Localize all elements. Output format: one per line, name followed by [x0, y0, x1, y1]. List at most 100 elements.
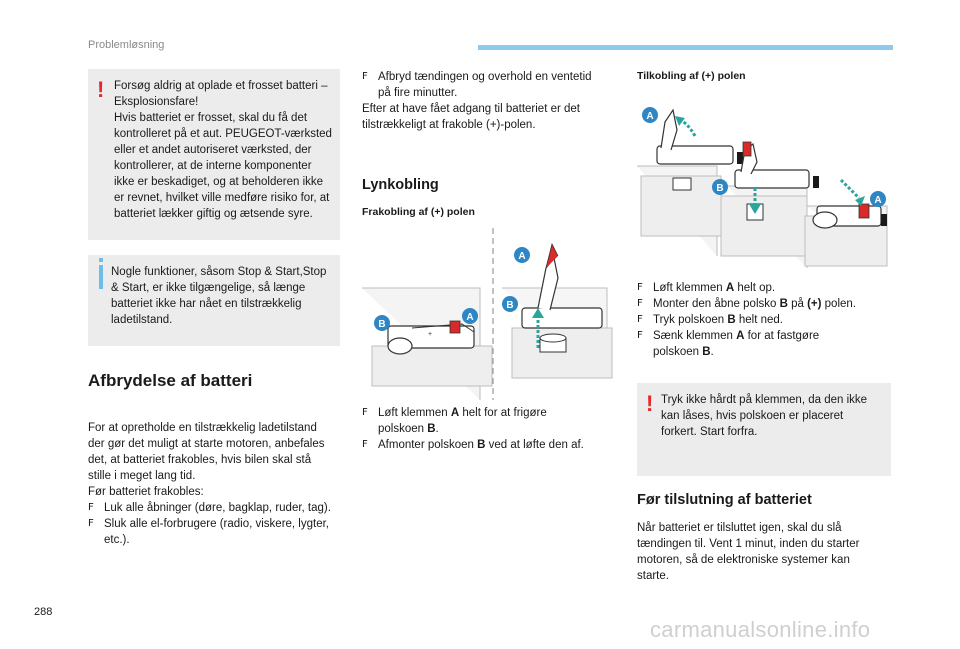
- paragraph-line: For at opretholde en tilstrækkelig ladet…: [88, 422, 317, 434]
- label-ref: B: [727, 314, 736, 326]
- battery-top: [371, 345, 493, 387]
- warning-line: eller et andet autoriseret værksted, der: [114, 144, 312, 156]
- warning-line: Tryk ikke hårdt på klemmen, da den ikke: [661, 394, 868, 406]
- list-item: Løft klemmen A helt for at frigøre polsk…: [362, 405, 624, 437]
- info-line: & Start, er ikke tilgængelige, så længe: [111, 282, 306, 294]
- subheading-connect-plus: Tilkobling af (+) polen: [637, 70, 746, 82]
- bullet-text: Afmonter polskoen: [378, 439, 478, 451]
- paragraph-line: stille i meget lang tid.: [88, 470, 196, 482]
- warning-line: kontrollerer, at de interne komponenter: [114, 160, 312, 172]
- bullet-text: Sænk klemmen: [653, 330, 737, 342]
- list-item: Tryk polskoen B helt ned.: [637, 312, 892, 328]
- disconnect-terminal-illustration: + B A A B: [362, 228, 613, 400]
- label-ref: A: [450, 407, 460, 419]
- bullet-text: Afbryd tændingen og overhold en ventetid: [378, 71, 592, 83]
- warning-line: er revnet, hvilket ville medføre risiko …: [114, 192, 330, 204]
- list-item: Luk alle åbninger (døre, bagklap, ruder,…: [88, 500, 350, 516]
- terminal-clamp-step3: [812, 203, 887, 229]
- warning-line: forkert. Start forfra.: [661, 426, 758, 438]
- warning-box-frozen-battery: ! Forsøg aldrig at oplade et frosset bat…: [88, 69, 340, 240]
- warning-line: Hvis batteriet er frosset, skal du få de…: [114, 112, 308, 124]
- ignition-instructions: Afbryd tændingen og overhold en ventetid…: [362, 69, 624, 133]
- list-item: Monter den åbne polsko B på (+) polen.: [637, 296, 892, 312]
- paragraph-line: starte.: [637, 570, 669, 582]
- section-title-quick-connect: Lynkobling: [362, 177, 439, 193]
- warning-line: Forsøg aldrig at oplade et frosset batte…: [114, 80, 328, 92]
- raise-arrow-head: [675, 116, 685, 126]
- bullet-text: helt op.: [734, 282, 776, 294]
- label-b-text: B: [716, 183, 723, 194]
- label-a-marker: [462, 308, 478, 324]
- bullet-text: Luk alle åbninger (døre, bagklap, ruder,…: [104, 502, 331, 514]
- label-ref: B: [477, 439, 486, 451]
- label-a-text: A: [518, 251, 525, 262]
- subheading-disconnect-plus: Frakobling af (+) polen: [362, 206, 475, 218]
- lift-arrow-head: [532, 308, 544, 318]
- label-b-marker: [374, 315, 390, 331]
- bullet-text: helt ned.: [735, 314, 783, 326]
- bullet-text: Tryk polskoen: [653, 314, 728, 326]
- section-title-before-connecting: Før tilslutning af batteriet: [637, 492, 812, 508]
- label-ref: B: [779, 298, 788, 310]
- lower-arrow: [839, 178, 861, 200]
- warning-line: ikke er beskadiget, og at beholderen ikk…: [114, 176, 324, 188]
- terminal-clamp-step2: [734, 141, 819, 221]
- connect-steps: Løft klemmen A helt op. Monter den åbne …: [637, 280, 892, 360]
- paragraph-line: motoren, så de elektroniske systemer kan: [637, 554, 850, 566]
- section-header: Problemløsning: [88, 39, 165, 51]
- list-item: Sluk alle el-forbrugere (radio, viskere,…: [88, 516, 350, 548]
- list-item: Afmonter polskoen B ved at løfte den af.: [362, 437, 624, 453]
- paragraph-line: Når batteriet er tilsluttet igen, skal d…: [637, 522, 842, 534]
- paragraph-line: Før batteriet frakobles:: [88, 486, 204, 498]
- bullet-text: ved at løfte den af.: [485, 439, 584, 451]
- paragraph-line: det, at batteriet frakobles, hvis bilen …: [88, 454, 312, 466]
- label-b-marker: [502, 296, 518, 312]
- connect-terminal-illustration: A B A: [637, 107, 888, 268]
- paragraph-line: tilstrækkeligt at frakoble (+)-polen.: [362, 119, 536, 131]
- svg-text:+: +: [428, 331, 432, 338]
- label-ref: A: [736, 330, 745, 342]
- paragraph-line: tændingen til. Vent 1 minut, inden du st…: [637, 538, 860, 550]
- label-b-text: B: [378, 319, 385, 330]
- paragraph-line: der gør det muligt at starte motoren, an…: [88, 438, 325, 450]
- before-connecting-paragraph: Når batteriet er tilsluttet igen, skal d…: [637, 520, 892, 584]
- disconnect-steps: Løft klemmen A helt for at frigøre polsk…: [362, 405, 624, 453]
- info-line: Nogle funktioner, såsom Stop & Start,Sto…: [111, 266, 327, 278]
- label-a-marker: [642, 107, 658, 123]
- bullet-text: polen.: [821, 298, 856, 310]
- watermark: carmanualsonline.info: [650, 617, 871, 642]
- info-line: batteriet ikke har nået en tilstrækkelig: [111, 298, 302, 310]
- terminal-clamp-right: [521, 242, 603, 353]
- bullet-text: på: [787, 298, 808, 310]
- warning-line: Eksplosionsfare!: [114, 96, 199, 108]
- disconnect-paragraph: For at opretholde en tilstrækkelig ladet…: [88, 420, 350, 548]
- header-accent-bar: [478, 45, 893, 50]
- label-b-marker: [712, 179, 728, 195]
- bullet-text: Løft klemmen: [653, 282, 726, 294]
- bullet-text: Løft klemmen: [378, 407, 451, 419]
- bullet-text: for at fastgøre: [744, 330, 820, 342]
- warning-box-clamp: ! Tryk ikke hårdt på klemmen, da den ikk…: [637, 383, 891, 476]
- label-a-marker: [514, 247, 530, 263]
- label-ref: (+): [807, 298, 822, 310]
- list-item: Afbryd tændingen og overhold en ventetid…: [362, 69, 624, 101]
- label-a-text: A: [874, 195, 881, 206]
- lower-arrow-head: [855, 196, 865, 206]
- warning-icon: !: [646, 391, 654, 416]
- red-terminal-clip: [449, 320, 461, 334]
- bullet-text: Sluk alle el-forbrugere (radio, viskere,…: [104, 518, 329, 530]
- warning-line: batteriet lækker giftig og ætsende syre.: [114, 208, 313, 220]
- terminal-clamp-step1: [656, 108, 743, 191]
- bullet-text: .: [435, 423, 439, 435]
- section-title-disconnect: Afbrydelse af batteri: [88, 371, 253, 390]
- label-ref: B: [702, 346, 711, 358]
- battery-top: [720, 195, 808, 257]
- bullet-text: polskoen: [653, 346, 703, 358]
- terminal-clamp-left: +: [387, 320, 475, 355]
- paragraph-line: Efter at have fået adgang til batteriet …: [362, 103, 581, 115]
- label-a-text: A: [466, 312, 473, 323]
- bullet-text: på fire minutter.: [378, 87, 458, 99]
- bullet-text: etc.).: [104, 534, 130, 546]
- info-icon: [99, 258, 103, 289]
- warning-icon: !: [97, 77, 105, 102]
